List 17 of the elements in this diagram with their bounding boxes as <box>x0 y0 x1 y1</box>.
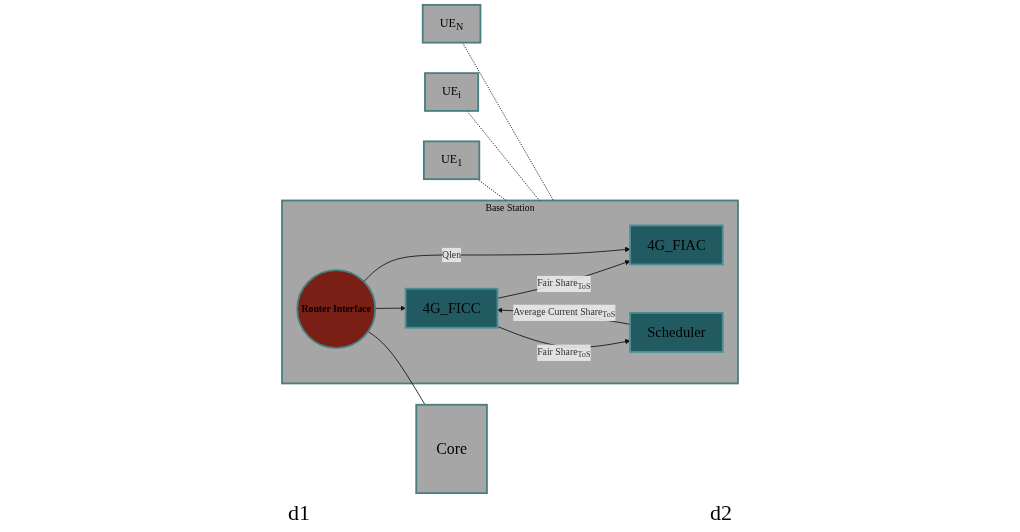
distance-label: d2 <box>710 500 732 526</box>
edge-label: Average Current Share$_{ToS}$ <box>513 306 616 320</box>
node-box: 4G_FIAC <box>629 224 724 266</box>
node-box: Scheduler <box>629 311 724 353</box>
connector <box>367 331 426 406</box>
node-circle: Router Interface <box>296 269 377 349</box>
distance-label: d1 <box>288 500 310 526</box>
edge-label: Qlen <box>442 249 462 260</box>
node-box: UE$_{1}$ <box>422 140 481 181</box>
edge-label: Fair Share$_{ToS}$ <box>537 346 591 360</box>
connector <box>476 178 507 201</box>
node-box: UE$_{i}$ <box>424 72 480 112</box>
edge-label: Fair Share$_{ToS}$ <box>537 277 591 291</box>
connector <box>466 110 540 201</box>
node-box: Core <box>415 403 488 495</box>
node-box: UE$_{N}$ <box>421 3 482 44</box>
node-box: 4G_FICC <box>404 287 499 329</box>
